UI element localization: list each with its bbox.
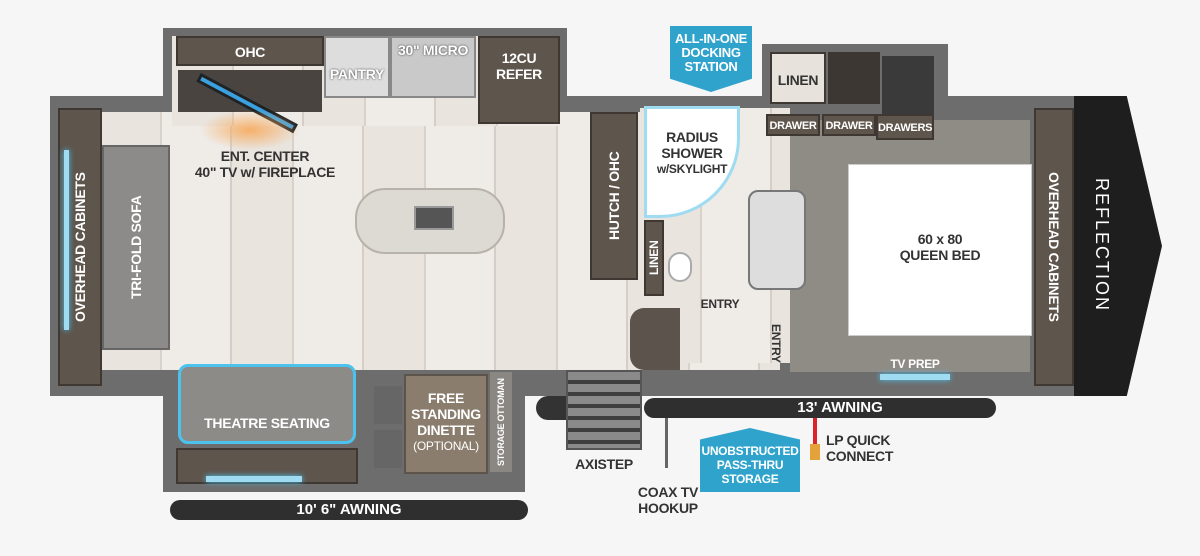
shower-label-3: w/SKYLIGHT [656, 162, 728, 176]
tri-fold-sofa: TRI-FOLD SOFA [102, 145, 170, 350]
fireplace-glow [200, 110, 300, 150]
hutch-label: HUTCH / OHC [606, 151, 622, 241]
docking-line-3: STATION [684, 59, 738, 74]
theatre-seating: THEATRE SEATING [178, 364, 356, 444]
vanity-sink [748, 190, 806, 290]
brand-logo: REFLECTION [1092, 177, 1112, 312]
coax-cable [665, 418, 668, 468]
ohc-label: OHC [234, 44, 266, 60]
dinette-label-4: (OPTIONAL) [413, 439, 479, 453]
bed-label-1: 60 x 80 [917, 231, 963, 247]
dresser-top [882, 56, 934, 114]
tv-prep-label: TV PREP [890, 357, 940, 371]
microwave-range: 30" MICRO [390, 36, 476, 98]
drawer-1-label: DRAWER [769, 120, 817, 132]
storage-line-2: PASS-THRU [716, 458, 784, 472]
dinette-label-1: FREE [427, 390, 465, 406]
ottoman-label: STORAGE OTTOMAN [496, 378, 506, 466]
lp-connector [810, 444, 820, 460]
storage-ottoman: STORAGE OTTOMAN [490, 372, 512, 472]
micro-label: 30" MICRO [397, 42, 469, 58]
drawers: DRAWERS [876, 114, 934, 140]
dinette-chairs [374, 384, 402, 468]
refer-label-1: 12CU [501, 50, 537, 66]
ent-center-label-1: ENT. CENTER [220, 148, 310, 164]
pantry: PANTRY [324, 36, 390, 98]
docking-line-1: ALL-IN-ONE [674, 31, 748, 46]
sink-icon [414, 206, 454, 230]
toilet-icon [668, 252, 692, 282]
pantry-label: PANTRY [329, 66, 385, 82]
axistep-label: AXISTEP [575, 456, 633, 472]
entry-bed-label: ENTRY [769, 323, 783, 363]
shower-label-1: RADIUS [666, 129, 718, 145]
lp-label-1: LP QUICK [826, 432, 891, 448]
hutch-ohc: HUTCH / OHC [590, 112, 638, 280]
drawers-label: DRAWERS [878, 122, 933, 134]
lp-line [813, 418, 817, 444]
docking-line-2: DOCKING [681, 45, 741, 60]
storage-line-3: STORAGE [721, 472, 779, 486]
axistep [566, 370, 642, 450]
light-strip [64, 150, 69, 330]
awning-rear: 10' 6" AWNING [170, 500, 528, 520]
drawer-2: DRAWER [822, 114, 876, 136]
ohc-cabinet: OHC [176, 36, 324, 66]
shower-label-2: SHOWER [661, 145, 723, 161]
shoe-shelf [828, 52, 880, 104]
dinette-label-3: DINETTE [417, 422, 475, 438]
awning-rear-label: 10' 6" AWNING [296, 501, 402, 518]
linen-bath-label: LINEN [647, 240, 661, 276]
front-cap [1074, 96, 1162, 396]
drawer-2-label: DRAWER [825, 120, 873, 132]
sofa-label: TRI-FOLD SOFA [128, 195, 144, 300]
awning-side: 13' AWNING [644, 398, 996, 418]
coax-label-1: COAX TV [637, 484, 699, 500]
linen-bath: LINEN [644, 220, 664, 296]
dinette-label-2: STANDING [411, 406, 481, 422]
entry-bath-label: ENTRY [700, 297, 740, 311]
step-handle [536, 396, 566, 420]
drawer-1: DRAWER [766, 114, 820, 136]
overhead-cabinets-right: OVERHEAD CABINETS [1034, 108, 1074, 386]
slide-light [206, 476, 302, 482]
overhead-right-label: OVERHEAD CABINETS [1046, 172, 1062, 322]
storage-line-1: UNOBSTRUCTED [701, 444, 799, 458]
ent-center-label-2: 40" TV w/ FIREPLACE [194, 164, 336, 180]
linen-top-label: LINEN [777, 72, 819, 88]
refer-label-2: REFER [496, 66, 542, 82]
bed-label-2: QUEEN BED [899, 247, 981, 263]
theatre-label: THEATRE SEATING [204, 415, 330, 431]
entry-steps-inner [630, 308, 680, 370]
lp-label-2: CONNECT [826, 448, 894, 464]
tv-prep-light [880, 374, 950, 380]
linen-top: LINEN [770, 52, 826, 104]
coax-label-2: HOOKUP [638, 500, 698, 516]
awning-side-label: 13' AWNING [797, 399, 883, 416]
